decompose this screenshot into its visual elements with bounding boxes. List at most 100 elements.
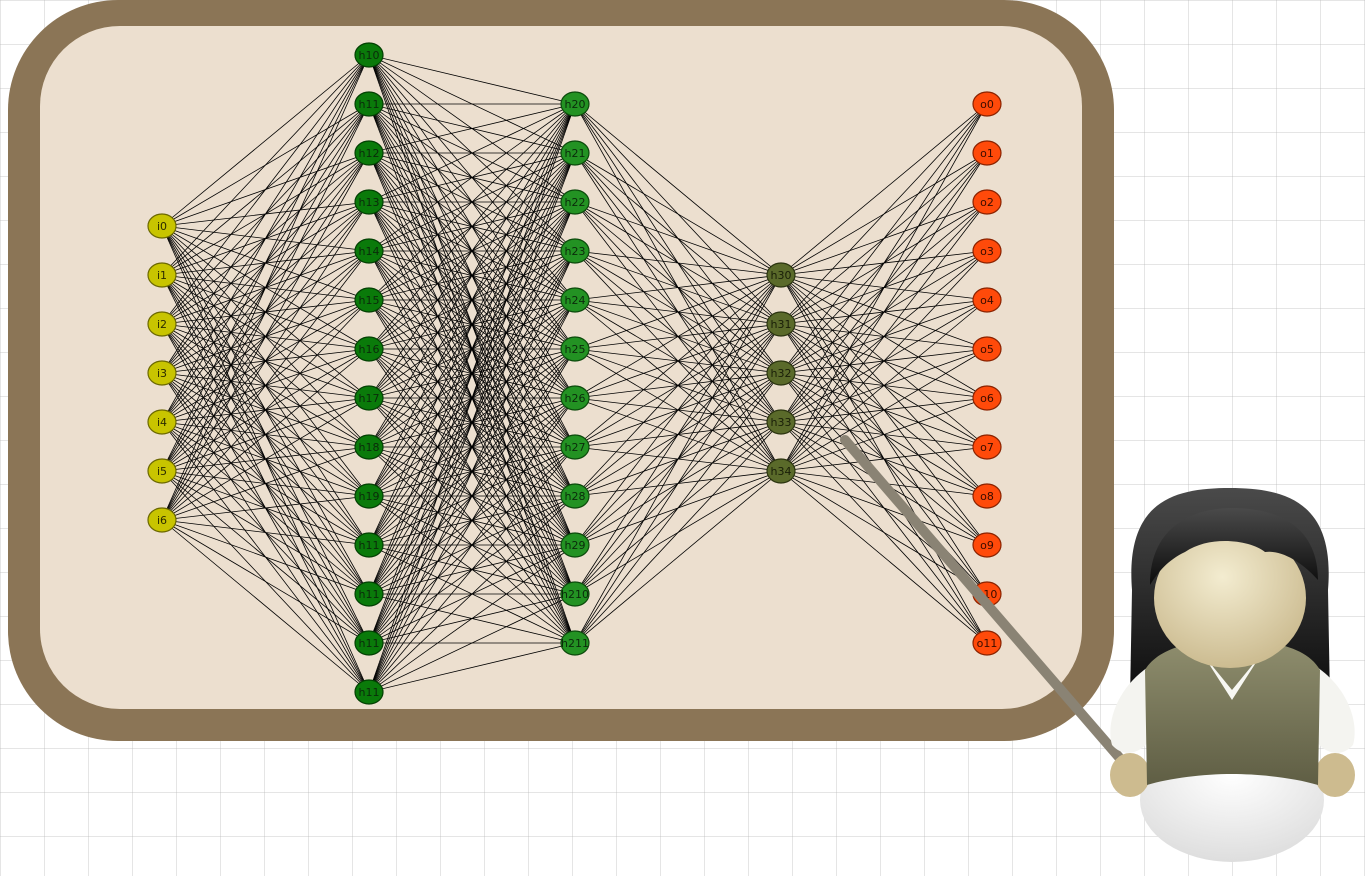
hidden2-node: h24 (560, 287, 590, 313)
output-node-label: o3 (980, 245, 994, 258)
output-node: o3 (972, 238, 1002, 264)
output-node-circle (972, 385, 1002, 411)
edge-hidden1-hidden2 (368, 348, 576, 693)
hidden2-node-circle (560, 434, 590, 460)
edge-hidden3-output (780, 103, 988, 472)
edge-hidden1-hidden2 (368, 103, 576, 644)
edge-hidden1-hidden2 (368, 103, 576, 448)
hidden1-node-label: h17 (359, 392, 380, 405)
edge-hidden1-hidden2 (368, 103, 576, 203)
hidden3-node-label: h32 (771, 367, 792, 380)
output-node-circle (972, 238, 1002, 264)
hidden1-node-label: h13 (359, 196, 380, 209)
edge-hidden3-output (780, 446, 988, 472)
hidden2-node-label: h22 (565, 196, 586, 209)
edge-hidden1-hidden2 (368, 397, 576, 693)
hidden2-node: h20 (560, 91, 590, 117)
hidden1-node-label: h11 (359, 98, 380, 111)
edge-hidden2-hidden3 (574, 274, 782, 399)
output-node-label: o6 (980, 392, 994, 405)
input-node: i0 (147, 213, 177, 239)
edge-hidden2-hidden3 (574, 274, 782, 595)
hidden3-node-circle (766, 311, 796, 337)
edge-hidden2-hidden3 (574, 103, 782, 276)
edge-hidden1-hidden2 (368, 103, 576, 399)
hidden1-node-label: h11 (359, 539, 380, 552)
output-node-circle (972, 336, 1002, 362)
hidden3-node-circle (766, 360, 796, 386)
hidden2-node-circle (560, 287, 590, 313)
hidden1-node-label: h16 (359, 343, 380, 356)
hidden1-node-circle (354, 287, 384, 313)
edge-input-hidden1 (161, 54, 370, 227)
output-node: o7 (972, 434, 1002, 460)
hidden3-node-circle (766, 458, 796, 484)
edge-input-hidden1 (161, 152, 370, 521)
hidden2-node: h22 (560, 189, 590, 215)
edge-input-hidden1 (161, 103, 370, 521)
hidden2-node: h211 (560, 630, 590, 656)
edge-input-hidden1 (161, 446, 370, 521)
hidden1-node-circle (354, 336, 384, 362)
edge-hidden3-output (780, 103, 988, 325)
output-node-label: o9 (980, 539, 994, 552)
hidden1-node: h19 (354, 483, 384, 509)
hidden1-node-circle (354, 385, 384, 411)
edge-input-hidden1 (161, 54, 370, 423)
output-node-label: o7 (980, 441, 994, 454)
edge-hidden2-hidden3 (574, 274, 782, 546)
hidden2-node-circle (560, 189, 590, 215)
edge-hidden2-hidden3 (574, 274, 782, 350)
hidden1-node: h10 (354, 42, 384, 68)
output-node: o2 (972, 189, 1002, 215)
edge-input-hidden1 (161, 54, 370, 472)
hand-left (1110, 753, 1150, 797)
hidden1-node: h12 (354, 140, 384, 166)
output-node-circle (972, 140, 1002, 166)
input-node-label: i3 (157, 367, 167, 380)
hidden1-node-circle (354, 434, 384, 460)
hidden1-node-label: h11 (359, 588, 380, 601)
edge-hidden1-hidden2 (368, 593, 576, 693)
hidden2-node-circle (560, 630, 590, 656)
hidden3-node: h30 (766, 262, 796, 288)
edge-hidden3-output (780, 250, 988, 472)
hidden2-node-label: h27 (565, 441, 586, 454)
edge-input-hidden1 (161, 519, 370, 595)
output-node-circle (972, 287, 1002, 313)
edge-hidden2-hidden3 (574, 421, 782, 644)
hidden2-node-circle (560, 532, 590, 558)
hidden1-node-circle (354, 140, 384, 166)
output-node-circle (972, 483, 1002, 509)
hidden2-node-circle (560, 91, 590, 117)
edge-hidden2-hidden3 (574, 470, 782, 644)
edge-hidden3-output (780, 470, 988, 644)
edge-input-hidden1 (161, 250, 370, 521)
edge-input-hidden1 (161, 201, 370, 521)
input-node-label: i6 (157, 514, 167, 527)
edge-input-hidden1 (161, 519, 370, 693)
hidden2-node: h29 (560, 532, 590, 558)
input-node-circle (147, 213, 177, 239)
hand-right (1315, 753, 1355, 797)
edge-hidden1-hidden2 (368, 103, 576, 350)
teacher-avatar-icon (840, 435, 1355, 862)
input-node-label: i2 (157, 318, 167, 331)
hidden1-node: h11 (354, 91, 384, 117)
output-node-circle (972, 434, 1002, 460)
hidden3-node-label: h31 (771, 318, 792, 331)
hidden1-node: h17 (354, 385, 384, 411)
edge-hidden1-hidden2 (368, 495, 576, 693)
hidden1-node-circle (354, 238, 384, 264)
output-node-label: o1 (980, 147, 994, 160)
edge-input-hidden1 (161, 299, 370, 521)
output-node-circle (972, 532, 1002, 558)
hidden1-node: h11 (354, 630, 384, 656)
edge-hidden2-hidden3 (574, 201, 782, 276)
edge-input-hidden1 (161, 348, 370, 521)
input-node: i2 (147, 311, 177, 337)
input-node-label: i5 (157, 465, 167, 478)
edge-hidden2-hidden3 (574, 372, 782, 644)
input-node-circle (147, 458, 177, 484)
